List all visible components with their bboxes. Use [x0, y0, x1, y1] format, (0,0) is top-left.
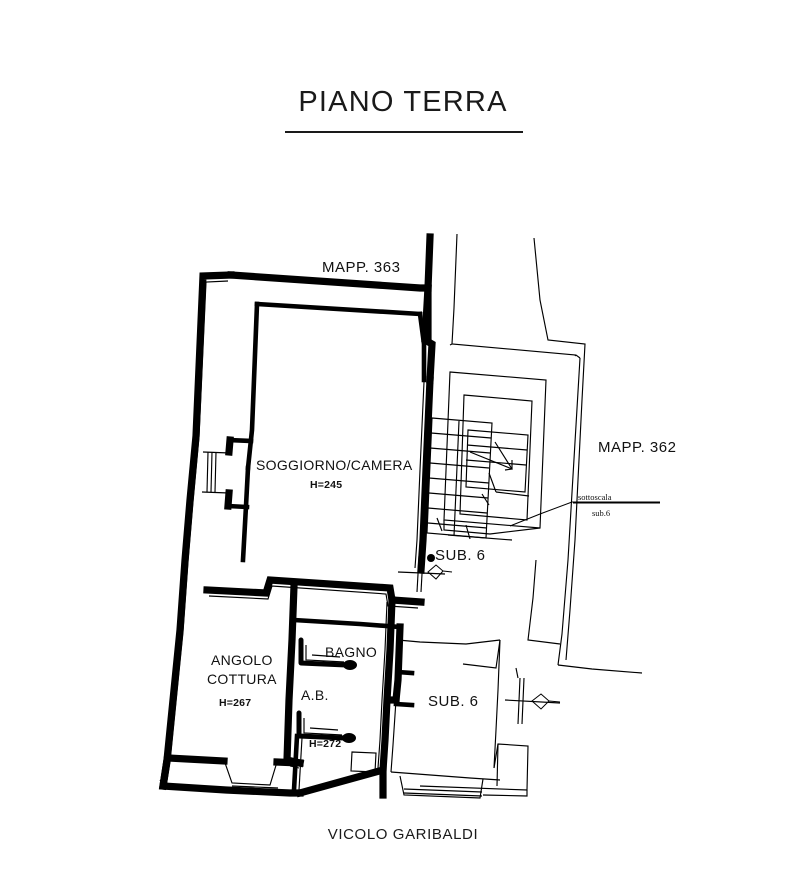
- building-walls: [158, 233, 436, 799]
- label-room-bagno: BAGNO: [325, 644, 377, 660]
- label-sub-6-upper: SUB. 6: [435, 547, 486, 564]
- door-symbol-lower: [504, 667, 561, 725]
- label-mapp-362: MAPP. 362: [598, 439, 676, 456]
- label-height-cottura: H=267: [219, 697, 251, 709]
- street-caption: VICOLO GARIBALDI: [327, 826, 479, 843]
- label-room-cottura: COTTURA: [207, 671, 277, 687]
- drawing-labels: MAPP. 363 MAPP. 362 SOGGIORNO/CAMERA H=2…: [207, 259, 676, 750]
- label-mapp-363: MAPP. 363: [322, 259, 400, 276]
- label-sottoscala: sottoscala: [578, 492, 612, 502]
- label-room-angolo: ANGOLO: [211, 652, 273, 668]
- sub-6-lower-outline: [390, 639, 529, 799]
- title-underline: [285, 131, 523, 133]
- label-height-ab: H=272: [309, 738, 341, 750]
- label-sottoscala-sub: sub.6: [592, 508, 610, 518]
- adjacent-property-outlines: [426, 233, 643, 674]
- door-symbol-upper: [397, 554, 453, 593]
- sottoscala-leader: [509, 501, 660, 527]
- mapp-362-boundary: [462, 399, 583, 669]
- bathroom-fixtures: [291, 637, 357, 793]
- label-room-ab: A.B.: [301, 687, 329, 703]
- label-height-soggiorno: H=245: [310, 479, 342, 491]
- page-title: PIANO TERRA: [298, 86, 508, 118]
- label-sub-6-lower: SUB. 6: [428, 693, 479, 710]
- label-room-soggiorno: SOGGIORNO/CAMERA: [256, 457, 413, 473]
